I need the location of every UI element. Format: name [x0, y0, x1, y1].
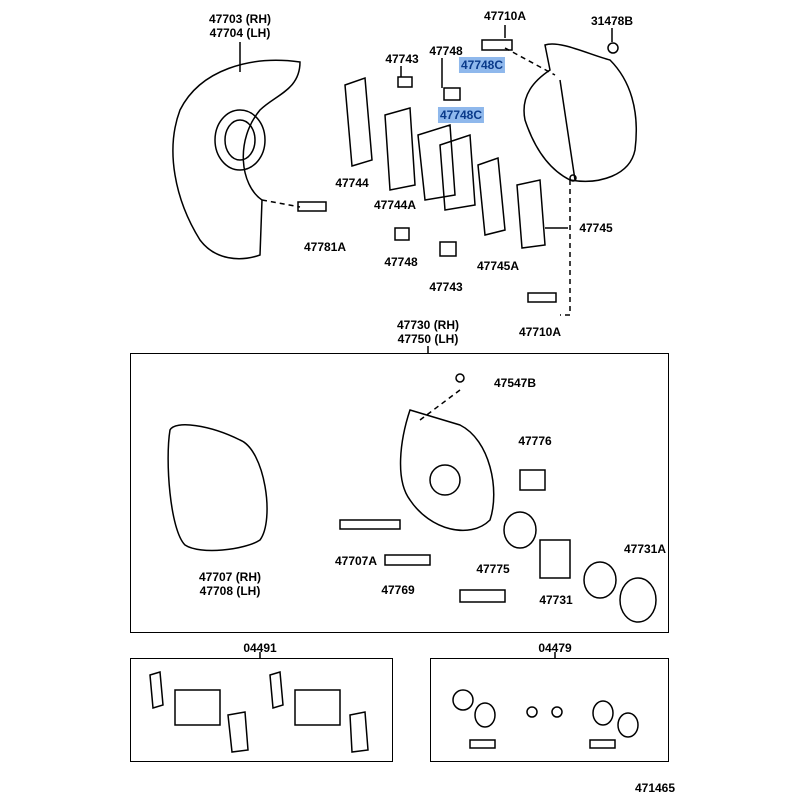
label-47744[interactable]: 47744 [335, 176, 369, 190]
label-04491[interactable]: 04491 [243, 641, 277, 655]
label-47776[interactable]: 47776 [518, 434, 552, 448]
label-47748c-lower[interactable]: 47748C [437, 107, 485, 123]
label-47731[interactable]: 47731 [539, 593, 573, 607]
label-47710a-bottom[interactable]: 47710A [518, 325, 562, 339]
diagram-id: 471465 [634, 781, 676, 795]
brake-pads-drawing [344, 76, 546, 249]
label-47704[interactable]: 47704 (LH) [209, 26, 271, 40]
label-47707a[interactable]: 47707A [334, 554, 378, 568]
label-47710a-top[interactable]: 47710A [483, 9, 527, 23]
label-31478b[interactable]: 31478B [590, 14, 634, 28]
label-47781a[interactable]: 47781A [303, 240, 347, 254]
label-47750[interactable]: 47750 (LH) [397, 332, 459, 346]
label-47730[interactable]: 47730 (RH) [396, 318, 460, 332]
label-47703[interactable]: 47703 (RH) [208, 12, 272, 26]
label-47744a[interactable]: 47744A [373, 198, 417, 212]
label-04479[interactable]: 04479 [538, 641, 572, 655]
caliper-assembly-box [130, 353, 669, 633]
label-47775[interactable]: 47775 [476, 562, 510, 576]
label-47748-bottom[interactable]: 47748 [384, 255, 418, 269]
caliper-drawing-top [523, 43, 638, 182]
kit-drawings [149, 652, 639, 753]
pad-kit-box [130, 658, 393, 762]
label-47708[interactable]: 47708 (LH) [199, 584, 261, 598]
label-47707[interactable]: 47707 (RH) [198, 570, 262, 584]
label-47743-top[interactable]: 47743 [385, 52, 419, 66]
small-parts-top [261, 25, 619, 316]
label-47748-top[interactable]: 47748 [429, 44, 463, 58]
dust-shield-drawing [172, 42, 301, 260]
label-47731a[interactable]: 47731A [623, 542, 667, 556]
label-47745a[interactable]: 47745A [476, 259, 520, 273]
label-47743-bottom[interactable]: 47743 [429, 280, 463, 294]
cylinder-kit-box [430, 658, 669, 762]
label-47745[interactable]: 47745 [579, 221, 613, 235]
caliper-assembly-drawing [167, 346, 657, 623]
label-47547b[interactable]: 47547B [493, 376, 537, 390]
label-47748c-upper[interactable]: 47748C [458, 57, 506, 73]
label-47769[interactable]: 47769 [381, 583, 415, 597]
